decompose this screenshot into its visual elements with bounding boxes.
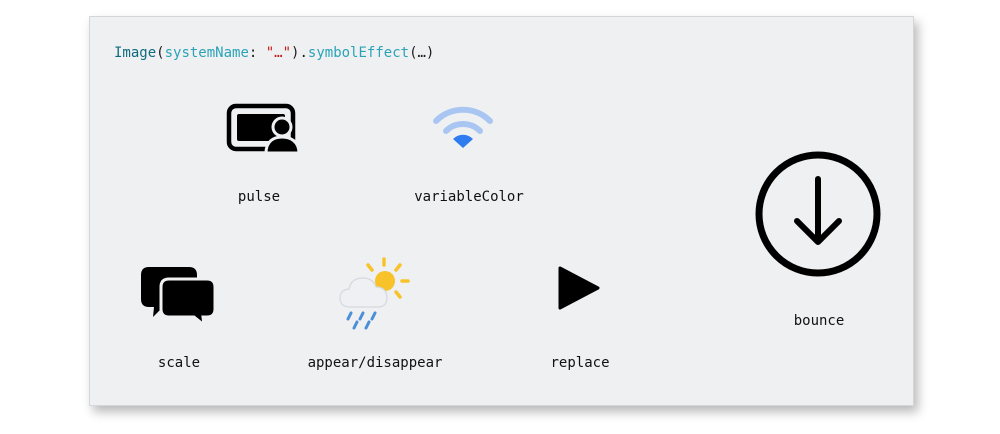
code-args: (…) (409, 45, 435, 61)
appear-disappear-label: appear/disappear (307, 355, 443, 371)
arrow-down-circle-icon (753, 149, 883, 279)
code-colon: : (248, 45, 266, 61)
pulse-label: pulse (237, 189, 281, 205)
chat-bubbles-icon (139, 263, 217, 325)
cloud-sun-rain-icon (336, 255, 416, 331)
code-method: symbolEffect (307, 45, 410, 61)
wifi-icon (432, 105, 494, 151)
code-string: "…" (265, 45, 292, 61)
symbol-effects-card: Image(systemName: "…").symbolEffect(…) p… (89, 16, 914, 406)
bounce-label: bounce (793, 313, 845, 329)
play-icon (556, 265, 600, 311)
scale-label: scale (157, 355, 201, 371)
code-close-dot: ). (291, 45, 308, 61)
variable-color-label: variableColor (414, 189, 524, 205)
code-open-paren: ( (156, 45, 165, 61)
rectangle-person-icon (226, 103, 302, 155)
replace-label: replace (550, 355, 610, 371)
code-type: Image (114, 45, 157, 61)
code-snippet: Image(systemName: "…").symbolEffect(…) (114, 45, 434, 61)
code-param: systemName (164, 45, 249, 61)
